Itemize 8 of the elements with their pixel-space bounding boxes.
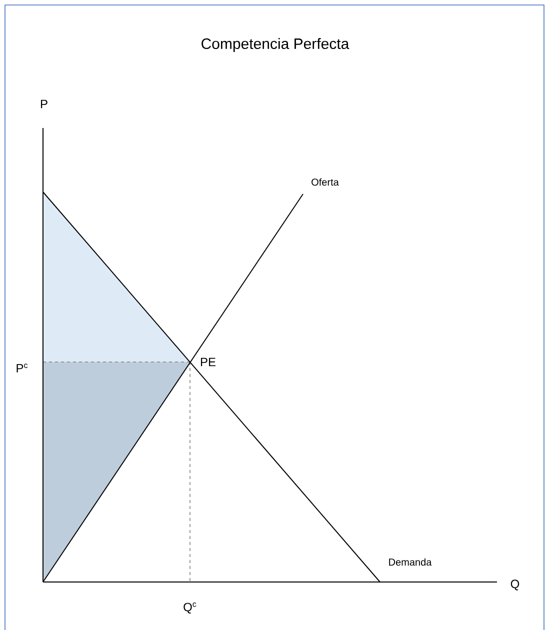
chart-title: Competencia Perfecta [202,38,350,52]
axis-label: Q$^{c}$ [184,602,196,614]
axis-label: Oferta [312,178,339,186]
axis-label: PE [200,358,216,366]
axis-label: Demanda [389,558,432,566]
axis-label: Q [510,580,520,590]
axis-label: P [40,100,48,108]
axis-label: P$^{c}$ [16,364,28,372]
